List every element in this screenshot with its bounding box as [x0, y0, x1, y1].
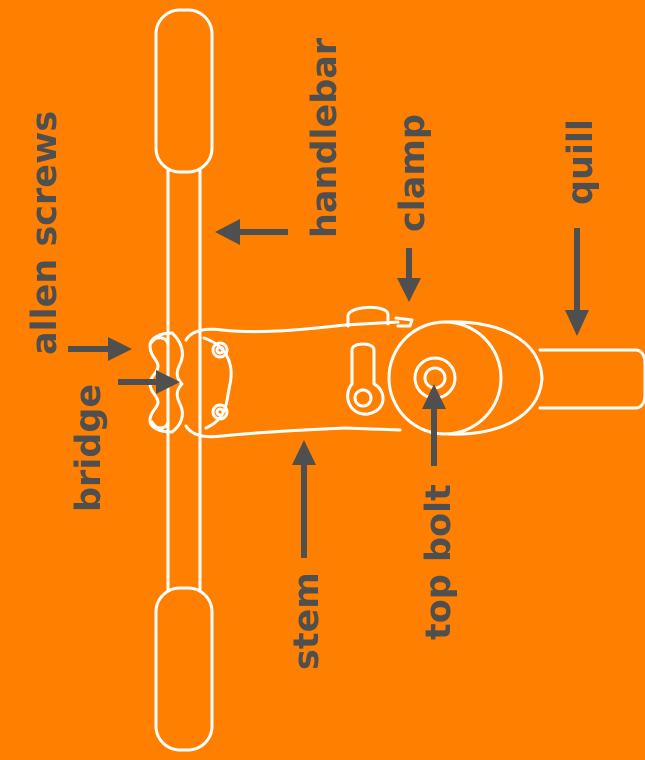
quill-outline: [538, 348, 645, 410]
label-quill: quill: [561, 119, 601, 205]
label-allen-screws: allen screws: [25, 111, 65, 355]
label-top-bolt: top bolt: [419, 484, 459, 640]
stem-drawing: [148, 306, 544, 439]
bridge-arrow: [118, 370, 180, 394]
top-bolt-inner: [423, 366, 447, 390]
allen-screw-top: [211, 341, 229, 359]
allen-screw-bottom: [211, 403, 229, 421]
label-handlebar: handlebar: [305, 37, 345, 238]
handlebar-arrow: [215, 219, 288, 245]
label-clamp: clamp: [393, 114, 433, 232]
top-grip: [154, 8, 214, 174]
top-bolt-arrow: [422, 384, 446, 466]
stem-body-outline: [184, 320, 402, 439]
stem-arrow: [292, 440, 316, 558]
label-bridge: bridge: [69, 384, 109, 512]
head-outer-curve: [443, 320, 544, 436]
allen-screws-arrow: [68, 337, 132, 361]
clamp-boss: [346, 306, 390, 328]
quill-arrow: [565, 228, 589, 336]
labels: allen screws bridge handlebar clamp quil…: [25, 37, 601, 670]
allen-screw-top-socket: [215, 345, 225, 355]
allen-screw-bottom-socket: [215, 407, 225, 417]
keyhole-slot: [346, 342, 385, 416]
faceplate-bump-bottom: [150, 420, 170, 430]
faceplate-bump-top: [150, 336, 170, 346]
keyhole-round: [353, 388, 373, 408]
quill-drawing: [538, 348, 645, 410]
bottom-grip: [154, 586, 214, 752]
clamp-tab: [394, 316, 414, 328]
arrows: [68, 219, 589, 558]
bridge-outline: [170, 331, 184, 434]
label-stem: stem: [287, 572, 327, 670]
clamp-arrow: [397, 248, 421, 302]
